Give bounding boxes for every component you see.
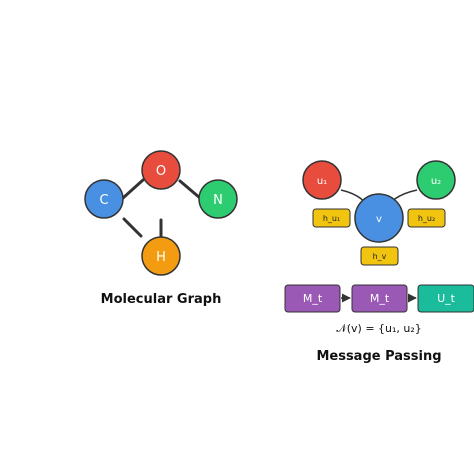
bond-c-o bbox=[121, 178, 145, 200]
tag-h-v: h_v bbox=[360, 246, 399, 266]
pipeline-box-update-label: U_t bbox=[437, 292, 456, 305]
bond-o-n bbox=[178, 179, 202, 200]
node-u1-label: u₁ bbox=[317, 176, 327, 187]
tag-h-u2: h_u₂ bbox=[407, 208, 446, 228]
message-passing-title: Message Passing bbox=[316, 349, 441, 364]
pipeline-box-message-2: M_t bbox=[351, 284, 408, 313]
atom-carbon: C bbox=[84, 179, 124, 219]
molecular-graph: O C N H Molecular Graph bbox=[84, 150, 238, 307]
pipeline-box-update: U_t bbox=[417, 284, 474, 313]
tag-h-v-label: h_v bbox=[373, 252, 387, 261]
node-v: v bbox=[354, 193, 404, 243]
molecular-graph-title: Molecular Graph bbox=[101, 292, 222, 307]
atom-oxygen: O bbox=[141, 150, 181, 190]
node-u1: u₁ bbox=[302, 160, 342, 200]
node-v-label: v bbox=[376, 214, 382, 225]
pipeline-box-message-1-label: M_t bbox=[303, 292, 323, 305]
node-u2-label: u₂ bbox=[431, 176, 441, 187]
atom-hydrogen: H bbox=[141, 236, 181, 276]
pipeline-box-message-1: M_t bbox=[284, 284, 341, 313]
atom-oxygen-label: O bbox=[156, 164, 166, 179]
atom-hydrogen-label: H bbox=[156, 250, 166, 265]
node-u2: u₂ bbox=[416, 160, 456, 200]
neighborhood-formula: 𝒩(v) = {u₁, u₂} bbox=[336, 322, 422, 335]
tag-h-u1: h_u₁ bbox=[312, 208, 351, 228]
tag-h-u2-label: h_u₂ bbox=[418, 214, 435, 223]
pipeline-box-message-2-label: M_t bbox=[370, 292, 390, 305]
atom-nitrogen: N bbox=[198, 179, 238, 219]
atom-carbon-label: C bbox=[99, 193, 108, 208]
bond-c-h bbox=[122, 217, 143, 238]
tag-h-u1-label: h_u₁ bbox=[323, 214, 340, 223]
message-passing: u₁ u₂ v h_u₁ h_u₂ h_v M_t M_t bbox=[284, 160, 474, 364]
atom-nitrogen-label: N bbox=[213, 193, 223, 208]
